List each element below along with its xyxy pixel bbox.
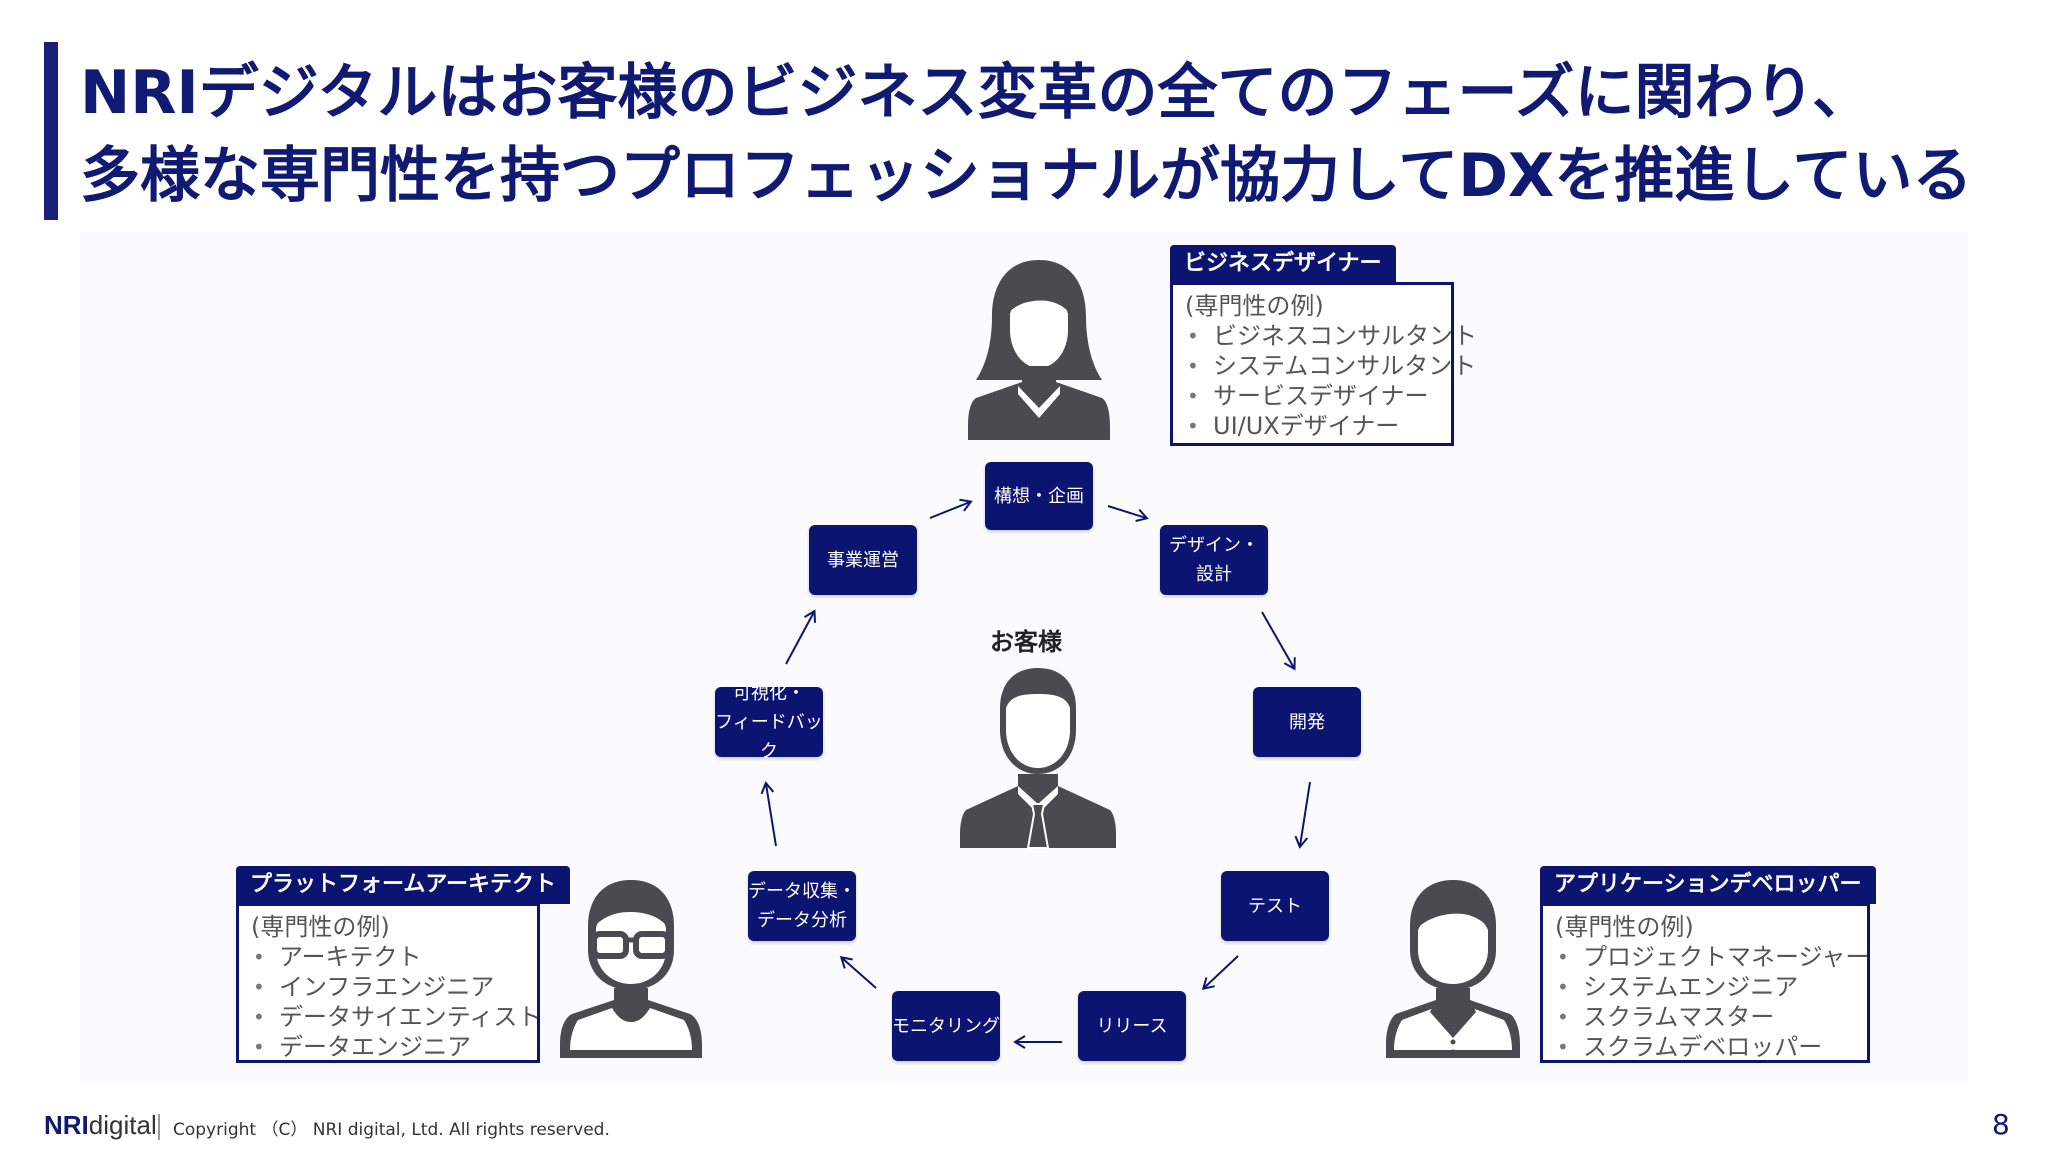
phase-kousou-kikaku: 構想・企画 <box>985 462 1093 530</box>
phase-label: 開発 <box>1289 711 1325 733</box>
phase-label: フィードバック <box>715 711 823 762</box>
role-title-app-developer: アプリケーションデベロッパー <box>1540 866 1876 904</box>
arrow-kousou-design <box>1107 505 1149 522</box>
arrow-visual-jigyou <box>785 609 817 665</box>
role-box-app-developer: (専門性の例) プロジェクトマネージャー システムエンジニア スクラムマスター … <box>1540 903 1870 1063</box>
list-item: システムコンサルタント <box>1185 351 1476 381</box>
phase-monitoring: モニタリング <box>892 991 1000 1061</box>
list-item: スクラムマスター <box>1555 1002 1853 1032</box>
phase-label: データ収集・ <box>748 881 856 902</box>
footer-divider <box>158 1114 160 1140</box>
list-item: スクラムデベロッパー <box>1555 1032 1853 1062</box>
arrow-jigyou-kousou <box>929 498 973 519</box>
list-item: データエンジニア <box>251 1032 523 1062</box>
app-developer-person-icon <box>1386 880 1520 1058</box>
logo-digital: digital <box>88 1110 157 1140</box>
role-heading: (専門性の例) <box>1185 292 1324 320</box>
phase-data-analysis: データ収集・ データ分析 <box>748 871 856 941</box>
role-box-business-designer: (専門性の例) ビジネスコンサルタント システムコンサルタント サービスデザイナ… <box>1170 282 1477 446</box>
arrow-design-kaihatsu <box>1261 611 1296 671</box>
phase-label: デザイン・ <box>1169 535 1259 556</box>
title-accent-bar <box>44 42 58 220</box>
role-title-business-designer: ビジネスデザイナー <box>1170 245 1396 283</box>
title-line-2: 多様な専門性を持つプロフェッショナルが協力してDXを推進している <box>80 141 1973 211</box>
list-item: システムエンジニア <box>1555 972 1853 1002</box>
platform-architect-person-icon <box>560 880 702 1058</box>
expertise-list: プロジェクトマネージャー システムエンジニア スクラムマスター スクラムデベロッ… <box>1555 942 1869 1062</box>
role-title-platform-architect: プラットフォームアーキテクト <box>236 866 571 904</box>
arrow-kaihatsu-test <box>1294 781 1311 849</box>
list-item: サービスデザイナー <box>1185 381 1437 411</box>
phase-label: リリース <box>1096 1015 1168 1037</box>
logo-nri: NRI <box>44 1110 89 1140</box>
phase-jigyou-unei: 事業運営 <box>809 525 917 595</box>
phase-kaihatsu: 開発 <box>1253 687 1361 757</box>
customer-label: お客様 <box>990 628 1062 656</box>
list-item: データサイエンティスト <box>251 1002 541 1032</box>
page-number: 8 <box>1992 1108 2010 1141</box>
list-item: ビジネスコンサルタント <box>1185 321 1477 351</box>
expertise-list: アーキテクト インフラエンジニア データサイエンティスト データエンジニア <box>251 942 541 1062</box>
customer-person-icon <box>960 668 1116 849</box>
arrow-monitoring-data <box>839 956 877 989</box>
expertise-list: ビジネスコンサルタント システムコンサルタント サービスデザイナー UI/UXデ… <box>1185 321 1477 441</box>
phase-design: デザイン・ 設計 <box>1160 525 1268 595</box>
phase-label: 可視化・ <box>733 682 805 704</box>
list-item: インフラエンジニア <box>251 972 523 1002</box>
phase-label: データ分析 <box>757 910 847 931</box>
phase-label: 設計 <box>1196 564 1232 585</box>
phase-label: テスト <box>1248 895 1302 917</box>
phase-label: 構想・企画 <box>994 485 1084 507</box>
phase-test: テスト <box>1221 871 1329 941</box>
phase-release: リリース <box>1078 991 1186 1061</box>
role-box-platform-architect: (専門性の例) アーキテクト インフラエンジニア データサイエンティスト データ… <box>236 903 541 1063</box>
list-item: UI/UXデザイナー <box>1185 411 1437 441</box>
title-line-1: NRIデジタルはお客様のビジネス変革の全てのフェーズに関わり、 <box>80 58 1873 128</box>
arrow-data-visual <box>760 781 777 847</box>
page-title: NRIデジタルはお客様のビジネス変革の全てのフェーズに関わり、 多様な専門性を持… <box>80 52 2020 218</box>
phase-visualization: 可視化・ フィードバック <box>715 683 823 762</box>
arrow-test-release <box>1201 955 1239 991</box>
nri-digital-logo: NRIdigital <box>44 1110 157 1141</box>
role-heading: (専門性の例) <box>251 913 390 941</box>
list-item: プロジェクトマネージャー <box>1555 942 1869 972</box>
role-heading: (専門性の例) <box>1555 913 1694 941</box>
phase-label: 事業運営 <box>827 549 899 571</box>
list-item: アーキテクト <box>251 942 523 972</box>
business-designer-person-icon <box>968 260 1110 440</box>
copyright-text: Copyright （C） NRI digital, Ltd. All righ… <box>173 1120 610 1140</box>
phase-label: モニタリング <box>892 1015 1000 1037</box>
